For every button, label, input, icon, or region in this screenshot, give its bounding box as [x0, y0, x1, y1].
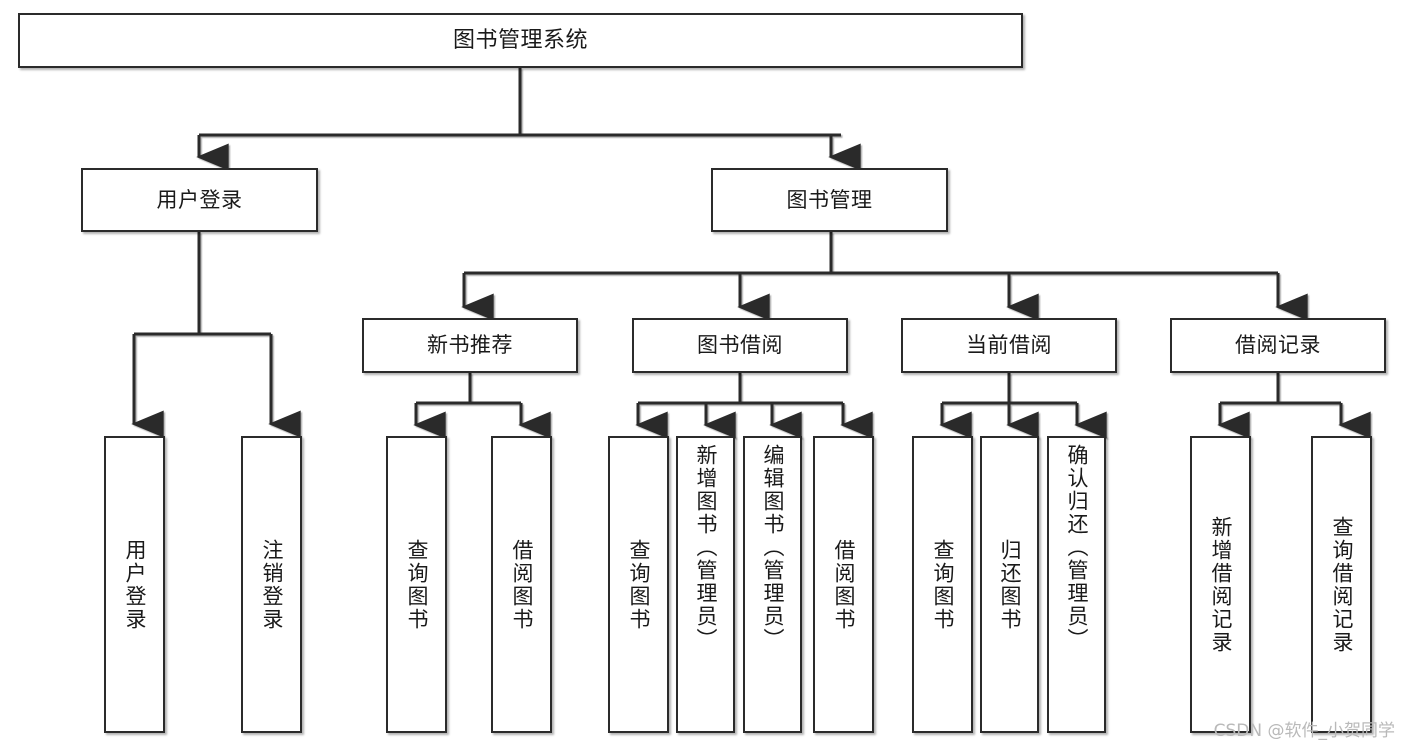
node-leaf-rec-borrow-label: 借阅图书 [510, 538, 534, 631]
node-root[interactable]: 图书管理系统 [18, 13, 1023, 68]
node-leaf-borrow-query-label: 查询图书 [627, 538, 651, 631]
node-leaf-user-logout[interactable]: 注销登录 [241, 436, 302, 733]
node-user-login-label: 用户登录 [156, 187, 243, 212]
node-book-manage-label: 图书管理 [786, 187, 873, 212]
node-leaf-user-login-label: 用户登录 [123, 538, 147, 631]
node-leaf-rec-add-label: 新增借阅记录 [1209, 515, 1233, 654]
node-user-login[interactable]: 用户登录 [81, 168, 318, 232]
node-leaf-user-login[interactable]: 用户登录 [104, 436, 165, 733]
node-leaf-borrow-add[interactable]: 新增图书（管理员） [676, 436, 735, 733]
node-leaf-cur-return-label: 归还图书 [998, 538, 1022, 631]
node-book-borrow[interactable]: 图书借阅 [632, 318, 848, 373]
node-new-book-rec[interactable]: 新书推荐 [362, 318, 578, 373]
node-root-label: 图书管理系统 [452, 27, 588, 53]
node-leaf-borrow-add-label: 新增图书（管理员） [694, 444, 718, 651]
node-book-borrow-label: 图书借阅 [697, 333, 783, 358]
node-borrow-record-label: 借阅记录 [1235, 333, 1321, 358]
node-leaf-rec-query-label: 查询图书 [405, 538, 429, 631]
node-leaf-borrow-edit-label: 编辑图书（管理员） [761, 444, 785, 651]
node-leaf-borrow-query[interactable]: 查询图书 [608, 436, 669, 733]
node-leaf-user-logout-label: 注销登录 [260, 538, 284, 631]
node-leaf-borrow-lend-label: 借阅图书 [832, 538, 856, 631]
csdn-watermark: CSDN @软件_小贺同学 [1213, 721, 1395, 741]
node-leaf-cur-query-label: 查询图书 [931, 538, 955, 631]
node-current-borrow[interactable]: 当前借阅 [901, 318, 1117, 373]
node-leaf-cur-confirm[interactable]: 确认归还（管理员） [1047, 436, 1106, 733]
node-leaf-rec-search-label: 查询借阅记录 [1330, 515, 1354, 654]
node-leaf-rec-search[interactable]: 查询借阅记录 [1311, 436, 1372, 733]
node-leaf-borrow-edit[interactable]: 编辑图书（管理员） [743, 436, 802, 733]
node-leaf-rec-borrow[interactable]: 借阅图书 [491, 436, 552, 733]
node-new-book-rec-label: 新书推荐 [427, 333, 513, 358]
node-borrow-record[interactable]: 借阅记录 [1170, 318, 1386, 373]
node-current-borrow-label: 当前借阅 [966, 333, 1052, 358]
node-leaf-cur-return[interactable]: 归还图书 [980, 436, 1039, 733]
node-leaf-rec-query[interactable]: 查询图书 [386, 436, 447, 733]
node-leaf-cur-query[interactable]: 查询图书 [912, 436, 973, 733]
node-leaf-rec-add[interactable]: 新增借阅记录 [1190, 436, 1251, 733]
node-book-manage[interactable]: 图书管理 [711, 168, 948, 232]
node-leaf-borrow-lend[interactable]: 借阅图书 [813, 436, 874, 733]
node-leaf-cur-confirm-label: 确认归还（管理员） [1065, 444, 1089, 651]
